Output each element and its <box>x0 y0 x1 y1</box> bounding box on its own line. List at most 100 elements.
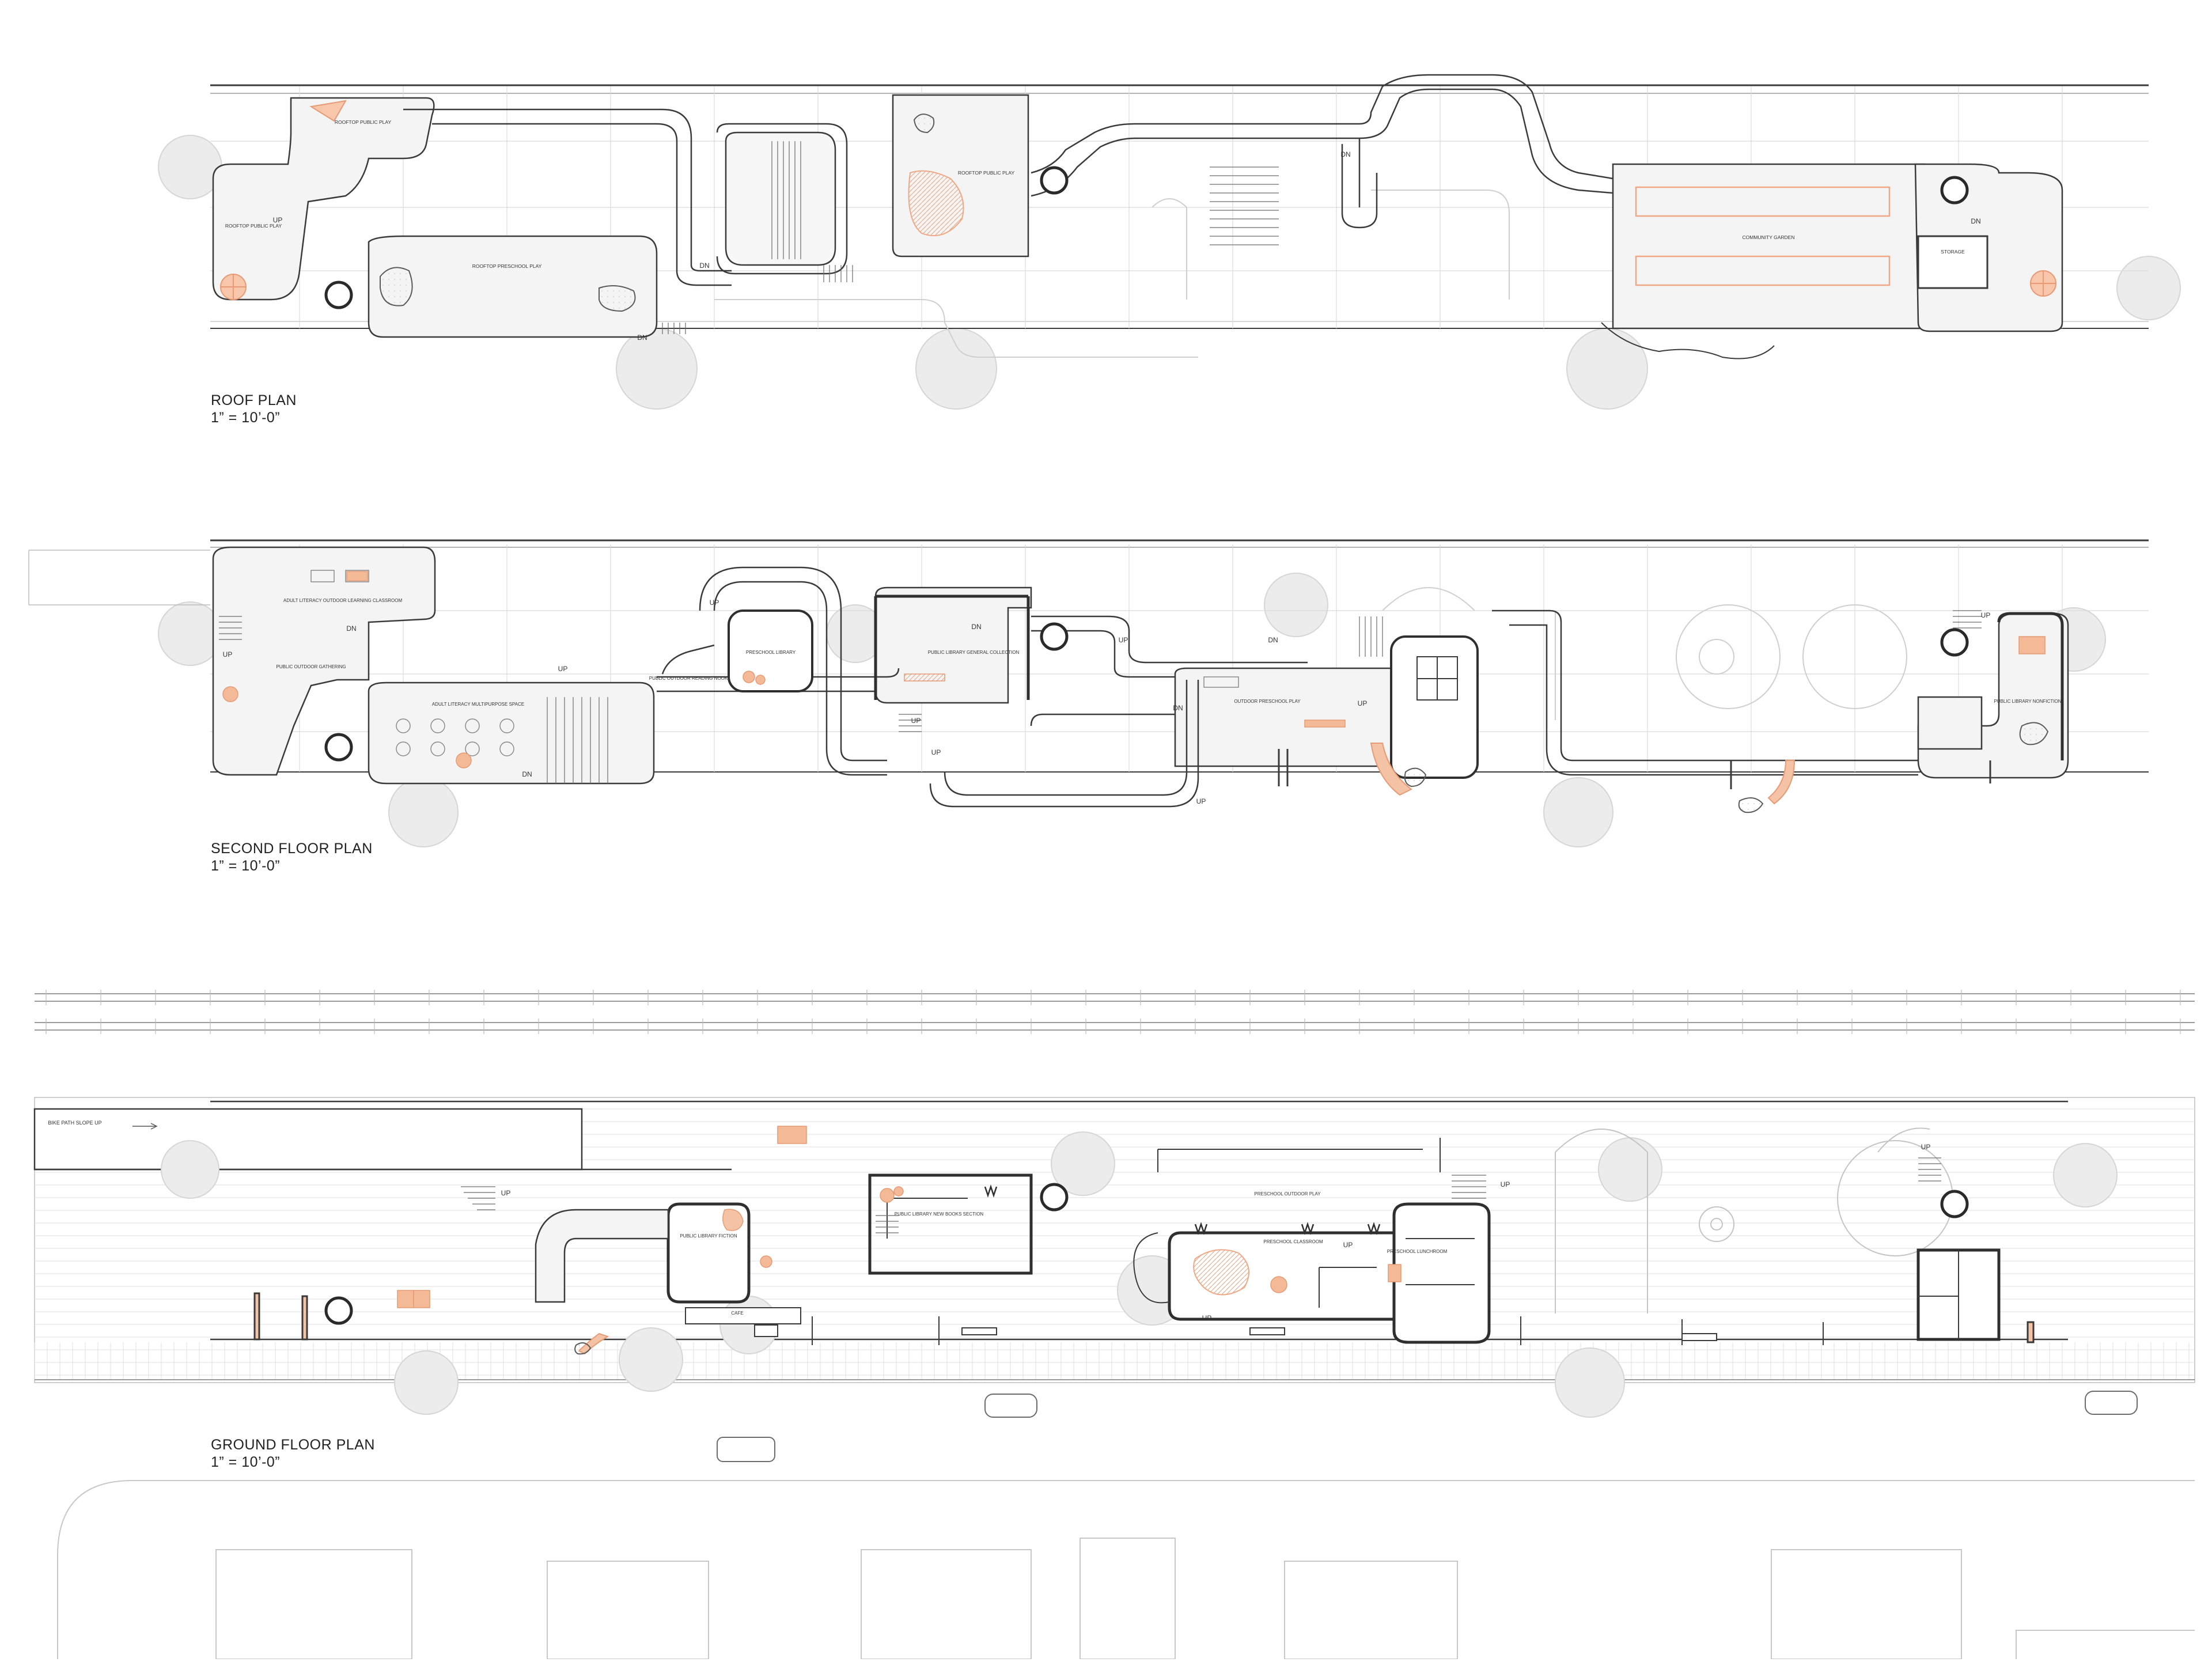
window-grid <box>1416 656 1458 701</box>
stair-roof-4 <box>662 323 686 334</box>
garden-planter-1 <box>1635 186 1891 217</box>
storage-room <box>1917 235 1988 289</box>
slide-icon-1 <box>1370 743 1412 796</box>
second-slab-left <box>212 546 436 776</box>
nonfiction-wall <box>1997 612 2064 760</box>
ground-ramp <box>535 1209 669 1303</box>
second-up-2: UP <box>558 665 568 673</box>
ground-trees <box>161 1131 2118 1418</box>
preschool-lunchroom-wall <box>1392 1202 1491 1344</box>
second-tables <box>310 570 1239 756</box>
roof-slab-garden <box>1612 163 1925 330</box>
ground-benches <box>685 1307 1824 1345</box>
second-floor-plan: ADULT LITERACY OUTDOOR LEARNING CLASSROO… <box>28 539 2149 847</box>
second-up-6: UP <box>1119 636 1128 644</box>
ground-interior <box>887 1138 1959 1339</box>
second-up-3: UP <box>710 599 719 607</box>
roof-plan-scale: 1” = 10’-0” <box>211 410 281 426</box>
roof-plan-title: ROOF PLAN <box>211 392 297 408</box>
umbrella-icon-1 <box>220 274 247 300</box>
play-mound-icon <box>908 170 964 237</box>
room-general-collection: PUBLIC LIBRARY GENERAL COLLECTION <box>928 650 1020 655</box>
roof-dn-3: DN <box>1971 217 1980 225</box>
room-roof-play-c: ROOFTOP PUBLIC PLAY <box>958 170 1015 176</box>
stair-roof-2 <box>1210 166 1279 245</box>
roof-up-1: UP <box>273 216 283 224</box>
second-slab-library <box>874 586 1032 704</box>
stone-icon-2 <box>1738 797 1764 813</box>
roof-slab-preschool <box>368 235 658 338</box>
street-lots <box>57 1480 2195 1660</box>
garden-planter-2 <box>1635 255 1891 286</box>
ground-plan-scale: 1” = 10’-0” <box>211 1454 281 1470</box>
second-columns <box>1278 749 1991 789</box>
second-dn-5: DN <box>1268 636 1278 644</box>
room-adult-multipurpose: ADULT LITERACY MULTIPURPOSE SPACE <box>432 702 524 707</box>
room-preschool-classroom: PRESCHOOL CLASSROOM <box>1263 1239 1323 1244</box>
second-slab-outdoor-play <box>1174 667 1407 767</box>
roof-dn-4: DN <box>637 334 647 342</box>
second-up-4: UP <box>911 717 921 725</box>
bike-path <box>33 1108 732 1171</box>
general-collection-wall <box>874 595 1030 700</box>
curve-ramp <box>1133 1232 1170 1304</box>
roof-plan: ROOFTOP PUBLIC PLAY ROOFTOP PUBLIC PLAY … <box>158 74 2181 410</box>
room-public-outdoor-gathering: PUBLIC OUTDOOR GATHERING <box>276 664 346 669</box>
slide-icon-2 <box>1767 760 1796 805</box>
second-up-7: UP <box>1358 699 1368 707</box>
zigzag-shelves <box>984 1184 1381 1235</box>
ground-up-5: UP <box>1921 1143 1931 1151</box>
second-plan-scale: 1” = 10’-0” <box>211 858 281 874</box>
second-accents <box>222 571 2046 768</box>
roof-slab-left <box>212 97 435 301</box>
play-mound-icon-ground <box>1193 1249 1249 1296</box>
ground-accents <box>397 1126 1402 1308</box>
roof-slab-right <box>1914 163 2063 332</box>
second-slab-right <box>1917 612 2069 779</box>
second-elevators <box>324 622 1969 762</box>
ground-columns <box>253 1292 2035 1343</box>
ground-up-4: UP <box>1501 1180 1510 1188</box>
roof-elevators <box>324 166 1969 309</box>
car-icon-2 <box>2085 1391 2138 1415</box>
room-roof-preschool-play: ROOFTOP PRESCHOOL PLAY <box>472 263 542 269</box>
room-library-nonfiction: PUBLIC LIBRARY NONFICTION <box>1994 699 2061 704</box>
room-preschool-lunchroom: PRESCHOOL LUNCHROOM <box>1387 1249 1448 1254</box>
second-dn-2: DN <box>522 770 532 778</box>
room-preschool-outdoor-play: PRESCHOOL OUTDOOR PLAY <box>1254 1191 1321 1197</box>
second-dn-4: DN <box>1173 704 1183 712</box>
bike-path-label: BIKE PATH SLOPE UP <box>48 1120 101 1126</box>
room-roof-play-a: ROOFTOP PUBLIC PLAY <box>335 119 392 125</box>
play-structure-icon <box>309 100 347 122</box>
roof-stones <box>380 113 935 312</box>
ground-up-1: UP <box>501 1189 511 1197</box>
second-up-1: UP <box>223 650 233 658</box>
room-community-garden: COMMUNITY GARDEN <box>1743 234 1795 240</box>
room-new-books: PUBLIC LIBRARY NEW BOOKS SECTION <box>895 1212 984 1217</box>
second-plan-title: SECOND FLOOR PLAN <box>211 841 373 857</box>
second-dn-3: DN <box>971 623 981 631</box>
car-icon-3 <box>717 1437 775 1462</box>
room-roof-play-b: ROOFTOP PUBLIC PLAY <box>225 223 282 229</box>
stone-icon-ground <box>574 1342 592 1355</box>
ground-plan-title: GROUND FLOOR PLAN <box>211 1437 375 1453</box>
second-dn-1: DN <box>346 624 356 633</box>
second-up-9: UP <box>1981 611 1991 619</box>
stair-roof-1 <box>771 141 801 259</box>
room-outdoor-play-box <box>1390 635 1479 779</box>
new-books-room <box>868 1173 1033 1275</box>
stair-roof-3 <box>823 265 853 282</box>
ground-cars <box>717 1391 2138 1462</box>
bike-arrow-head-icon <box>150 1123 158 1130</box>
room-storage: STORAGE <box>1941 249 1965 255</box>
ground-up-2: UP <box>1343 1241 1353 1249</box>
car-icon-1 <box>984 1394 1037 1418</box>
second-slab-nonfiction <box>1917 696 1983 750</box>
ground-up-3: UP <box>1202 1314 1212 1322</box>
stone-icon-3 <box>2019 722 2049 745</box>
room-library-fiction: PUBLIC LIBRARY FICTION <box>680 1233 737 1239</box>
stone-icon-1 <box>1404 767 1427 788</box>
roof-ribbon <box>403 74 1613 286</box>
umbrella-icon-2 <box>2030 270 2056 297</box>
